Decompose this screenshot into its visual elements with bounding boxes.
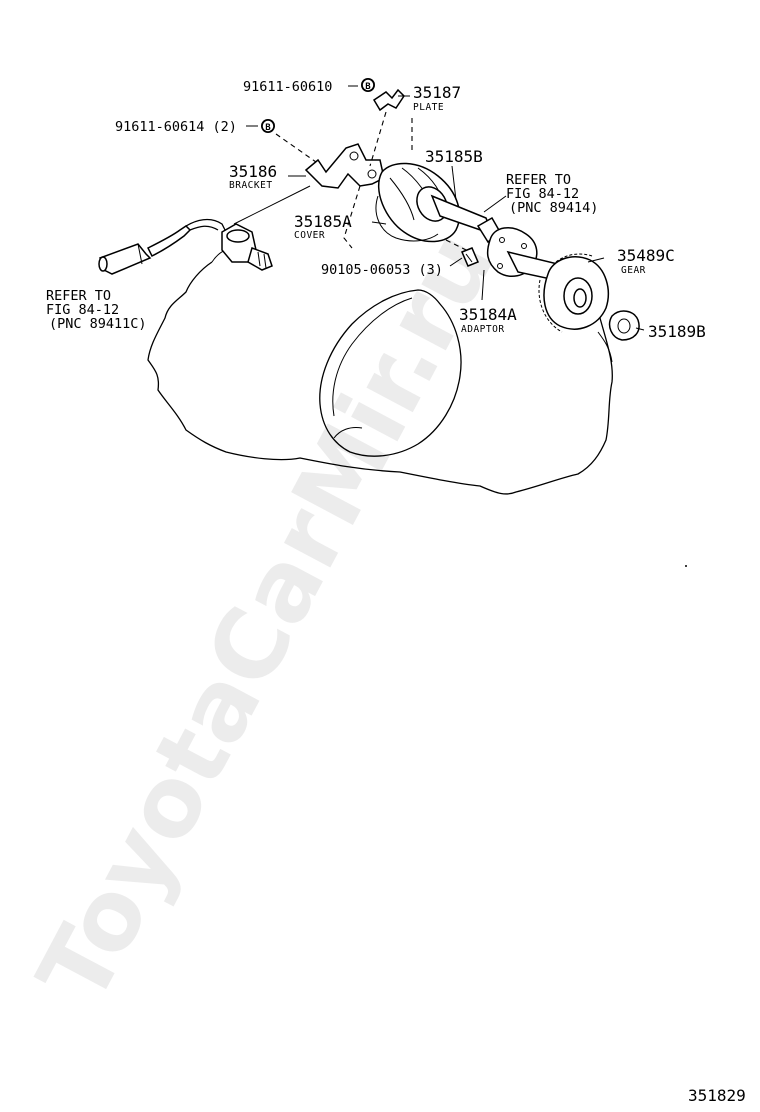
cover-rib-1: [389, 177, 415, 221]
clip-hole: [617, 318, 631, 334]
badge-b-60610: B: [361, 78, 375, 92]
leader-35489c: [587, 257, 605, 263]
dash-bolt-60614: [275, 133, 317, 163]
plate-part: [372, 88, 405, 112]
sensor-plug-end: [98, 256, 108, 272]
dash-bracket-housing: [343, 185, 361, 249]
gear-bore: [573, 288, 587, 308]
housing-opening-lip: [333, 427, 363, 439]
transmission-housing: [147, 261, 613, 495]
label-refer-left-1: REFER TO: [46, 288, 111, 304]
sensor-thread-1: [257, 251, 261, 267]
leader-sensor-bracket: [233, 185, 311, 225]
label-35184a: 35184A: [459, 305, 517, 324]
label-35187: 35187: [413, 83, 461, 102]
label-91611-60614: 91611-60614 (2): [115, 119, 237, 135]
leader-90105: [449, 257, 463, 267]
sensor-body-top: [226, 229, 250, 243]
badge-b-60614: B: [261, 119, 275, 133]
label-35185b: 35185B: [425, 147, 483, 166]
label-bracket: BRACKET: [229, 180, 273, 191]
bracket-hole: [349, 151, 359, 161]
svg-text:B: B: [365, 82, 371, 92]
adaptor-hole-3: [497, 263, 503, 269]
sensor-plug: [99, 243, 152, 275]
label-35186: 35186: [229, 162, 277, 181]
leader-refer-right: [483, 195, 507, 213]
housing-opening: [319, 289, 462, 457]
bracket-hole-2: [367, 169, 377, 179]
sensor-thread-2: [263, 253, 267, 269]
bracket-part: [304, 143, 385, 189]
label-refer-left-2: FIG 84-12: [46, 302, 119, 318]
label-35185a: 35185A: [294, 212, 352, 231]
sensor-cable-2: [189, 225, 219, 231]
svg-text:B: B: [265, 123, 271, 133]
leader-35189b: [635, 327, 645, 331]
leader-35185b: [451, 165, 457, 201]
leader-35185a: [371, 221, 387, 225]
label-90105-06053: 90105-06053 (3): [321, 262, 443, 278]
adaptor-hole-2: [521, 243, 527, 249]
label-refer-right-3: (PNC 89414): [509, 200, 598, 216]
figure-number: 351829: [688, 1086, 746, 1105]
watermark: ToyotaCarMir.ru: [16, 214, 516, 1021]
label-plate: PLATE: [413, 102, 444, 113]
sensor-wire: [146, 225, 192, 258]
label-refer-left-3: (PNC 89411C): [49, 316, 147, 332]
label-cover: COVER: [294, 230, 325, 241]
housing-dot: [685, 565, 687, 567]
clip-part: [608, 310, 640, 341]
adaptor-hole-1: [499, 237, 505, 243]
leader-35184a: [481, 269, 485, 301]
label-adaptor: ADAPTOR: [461, 324, 505, 335]
sensor-cable: [185, 218, 227, 233]
dash-plate-bracket: [369, 111, 387, 167]
housing-right-edge: [597, 331, 613, 363]
label-refer-right-2: FIG 84-12: [506, 186, 579, 202]
sensor-tip: [247, 247, 273, 271]
bolt-90105: [461, 247, 479, 267]
bolt-thread: [465, 253, 473, 263]
label-35189b: 35189B: [648, 322, 706, 341]
gear-teeth: [538, 279, 563, 333]
housing-opening-inner: [332, 297, 413, 417]
sensor-plug-ridge: [137, 243, 143, 265]
label-91611-60610: 91611-60610: [243, 79, 332, 95]
label-refer-right-1: REFER TO: [506, 172, 571, 188]
label-gear: GEAR: [621, 265, 646, 276]
label-35489c: 35489C: [617, 246, 675, 265]
cover-rim: [375, 195, 439, 242]
